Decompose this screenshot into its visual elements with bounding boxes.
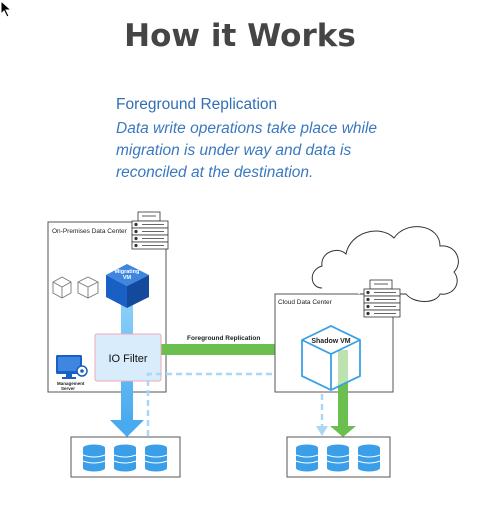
vm-outline-cube-icon (52, 276, 72, 299)
shadow-vm-cube-icon (301, 325, 361, 391)
shadow-flow-arrowhead (330, 426, 356, 437)
database-icon (295, 444, 319, 472)
section-heading: Foreground Replication (116, 96, 278, 113)
replication-flow-bar (160, 344, 305, 355)
database-icon (144, 444, 168, 472)
database-icon (357, 444, 381, 472)
dashed-sync-path (146, 372, 324, 436)
management-server-icon (56, 355, 88, 379)
vm-outline-cube-icon-2 (77, 276, 99, 299)
io-filter-box (94, 333, 162, 382)
shadow-vm-label: Shadow VM (311, 338, 350, 345)
management-server-label-line1: Management (57, 381, 85, 386)
database-icon (82, 444, 106, 472)
database-icon (326, 444, 350, 472)
onprem-server-rack-icon (131, 211, 169, 250)
cloud-icon (311, 226, 459, 302)
mouse-cursor-icon (0, 0, 13, 18)
replication-label: Foreground Replication (187, 335, 260, 342)
migrating-vm-label-line1: Migrating (115, 269, 140, 275)
page-title: How it Works (124, 18, 356, 54)
migrating-vm-cube-icon (106, 264, 149, 308)
cloud-server-rack-icon (363, 279, 401, 318)
section-description: Data write operations take place while m… (116, 120, 378, 181)
database-icon (113, 444, 137, 472)
migrating-vm-label-line2: VM (123, 275, 132, 281)
onprem-datacenter-label: On-Premises Data Center (52, 228, 128, 235)
management-server-label-line2: Server (61, 386, 75, 391)
migration-flow-arrowhead (110, 420, 144, 437)
io-filter-label: IO Filter (108, 353, 147, 365)
dashed-sync-arrowhead (316, 426, 328, 436)
cloud-datacenter-label: Cloud Data Center (278, 299, 333, 306)
shadow-flow-bar (338, 350, 348, 426)
